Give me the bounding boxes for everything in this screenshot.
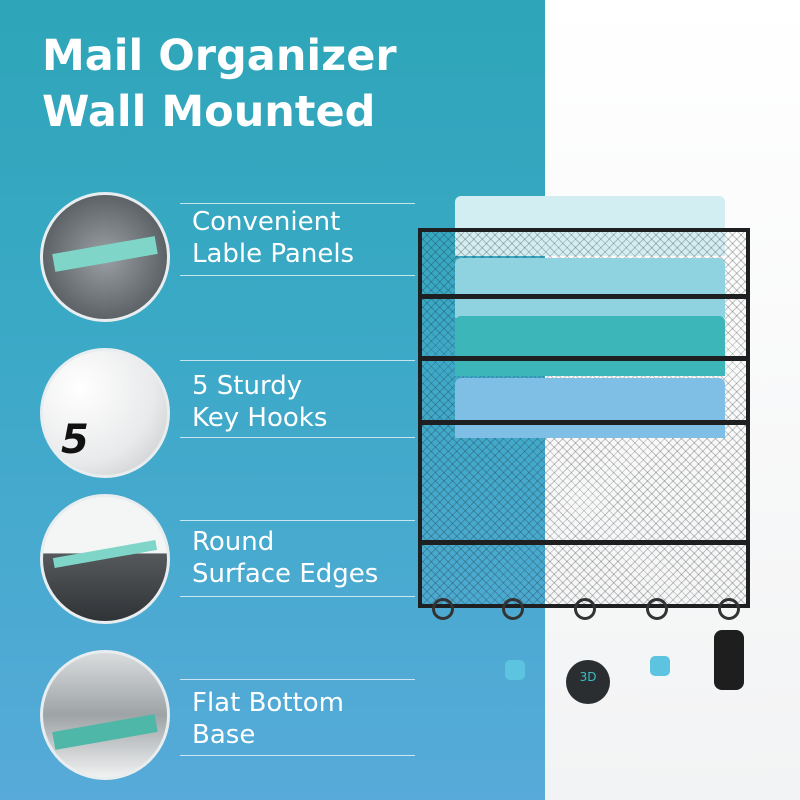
divider xyxy=(180,596,415,597)
key-ring xyxy=(646,598,668,620)
divider xyxy=(180,520,415,521)
feature-subtitle: Lable Panels xyxy=(192,239,355,269)
feature-subtitle: Base xyxy=(192,720,256,750)
folder xyxy=(455,316,725,376)
shelf-bar xyxy=(418,294,750,299)
hook-count-badge: 5 xyxy=(61,417,89,463)
feature-title: Convenient xyxy=(192,207,341,237)
divider xyxy=(180,437,415,438)
shelf-bar xyxy=(418,356,750,361)
feature-subtitle: Key Hooks xyxy=(192,403,328,433)
feature-title: Flat Bottom xyxy=(192,688,344,718)
title-line-1: Mail Organizer xyxy=(42,31,397,81)
divider xyxy=(180,755,415,756)
divider xyxy=(180,360,415,361)
key-ring xyxy=(432,598,454,620)
keychain-fob: 3D xyxy=(566,660,610,704)
shelf-bar xyxy=(418,540,750,545)
folder xyxy=(455,258,725,318)
shelf-bar xyxy=(418,420,750,425)
divider xyxy=(180,275,415,276)
feature-title: Round xyxy=(192,527,275,557)
key-charm xyxy=(650,656,670,676)
feature-subtitle: Surface Edges xyxy=(192,559,379,589)
folder xyxy=(455,196,725,256)
page-title: Mail Organizer Wall Mounted xyxy=(42,28,397,140)
key-ring xyxy=(502,598,524,620)
key-ring xyxy=(718,598,740,620)
key-charm xyxy=(505,660,525,680)
key-hook-thumbnail: 5 xyxy=(40,348,170,478)
flat-base-thumbnail xyxy=(40,650,170,780)
car-key xyxy=(714,630,744,690)
title-line-2: Wall Mounted xyxy=(42,87,376,137)
feature-title: 5 Sturdy xyxy=(192,371,303,401)
key-ring xyxy=(574,598,596,620)
folder xyxy=(455,378,725,438)
round-edge-thumbnail xyxy=(40,494,170,624)
divider xyxy=(180,679,415,680)
divider xyxy=(180,203,415,204)
label-panel-thumbnail xyxy=(40,192,170,322)
